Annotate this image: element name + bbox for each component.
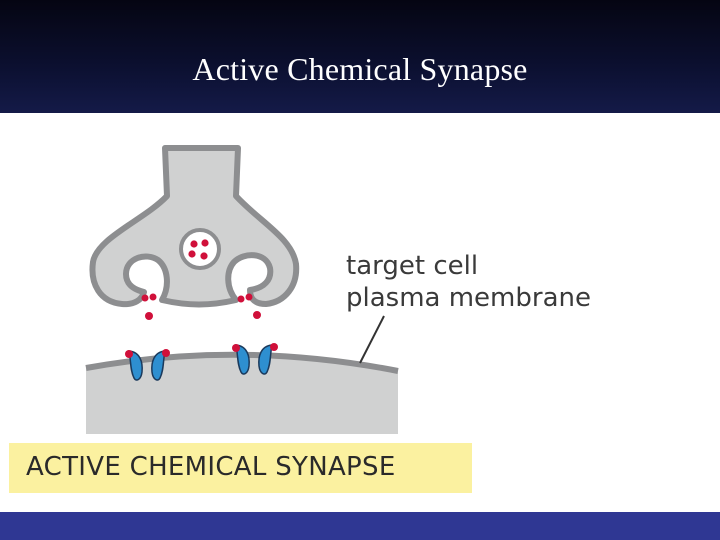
receptor-channel bbox=[128, 350, 143, 381]
label-target-cell: target cell bbox=[346, 251, 479, 281]
synaptic-vesicle bbox=[179, 228, 221, 270]
bound-neurotransmitter bbox=[162, 349, 170, 357]
released-neurotransmitter bbox=[149, 293, 157, 301]
released-neurotransmitter bbox=[237, 295, 245, 303]
bound-neurotransmitter bbox=[270, 343, 278, 351]
receptor-channel bbox=[235, 344, 250, 375]
title-bar: Active Chemical Synapse bbox=[0, 0, 720, 113]
bound-neurotransmitter bbox=[232, 344, 240, 352]
bound-neurotransmitter bbox=[125, 350, 133, 358]
receptor-pair-left bbox=[125, 349, 170, 381]
label-leader-line bbox=[359, 315, 385, 364]
released-neurotransmitter bbox=[141, 294, 149, 302]
footer-bar bbox=[0, 512, 720, 540]
neurotransmitter-in-vesicle bbox=[200, 252, 208, 260]
neurotransmitter-in-cleft bbox=[145, 312, 153, 320]
neurotransmitter-in-vesicle bbox=[188, 250, 196, 258]
neurotransmitter-in-cleft bbox=[253, 311, 261, 319]
neurotransmitter-in-vesicle bbox=[201, 239, 209, 247]
neurotransmitter-in-vesicle bbox=[190, 240, 198, 248]
figure-caption-box: ACTIVE CHEMICAL SYNAPSE bbox=[9, 443, 472, 493]
presynaptic-terminal bbox=[89, 145, 300, 308]
receptor-channel bbox=[151, 350, 166, 381]
figure-caption: ACTIVE CHEMICAL SYNAPSE bbox=[26, 452, 396, 482]
receptor-channel bbox=[258, 344, 273, 375]
target-cell bbox=[86, 354, 398, 434]
slide-title: Active Chemical Synapse bbox=[192, 51, 528, 87]
label-plasma-membrane: plasma membrane bbox=[346, 283, 591, 313]
released-neurotransmitter bbox=[245, 293, 253, 301]
receptor-pair-right bbox=[232, 343, 278, 375]
